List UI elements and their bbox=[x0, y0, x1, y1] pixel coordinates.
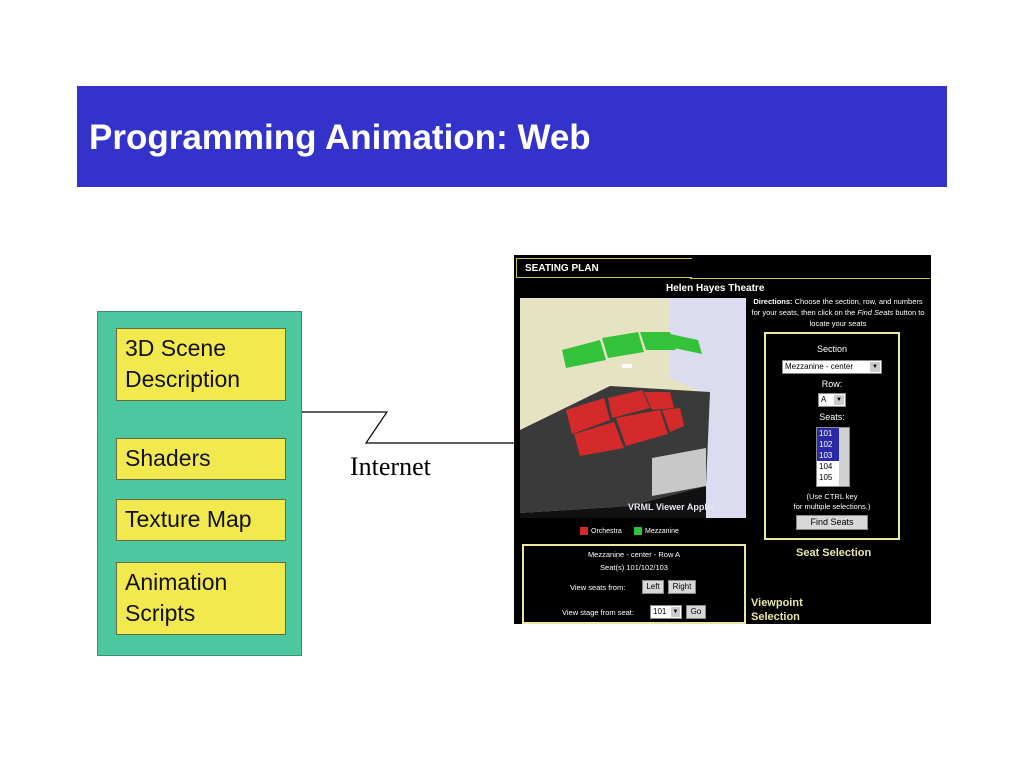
seating-plan-applet: SEATING PLAN Helen Hayes Theatre bbox=[514, 255, 931, 624]
seat-option[interactable]: 102 bbox=[817, 439, 849, 450]
view-seats-from-label: View seats from: bbox=[570, 583, 626, 592]
section-value: Mezzanine - center bbox=[785, 362, 854, 371]
box-texture-map: Texture Map bbox=[116, 499, 286, 541]
seats-scrollbar[interactable] bbox=[839, 428, 849, 486]
viewer-label: VRML Viewer Applet bbox=[628, 502, 715, 512]
ctrl-hint-line-1: (Use CTRL key bbox=[806, 492, 858, 501]
legend-swatch-mezzanine bbox=[634, 527, 642, 535]
chevron-down-icon[interactable]: ▼ bbox=[834, 395, 844, 405]
seats-listbox[interactable]: 101 102 103 104 105 bbox=[816, 427, 850, 487]
viewpoint-label-line-1: Viewpoint bbox=[751, 597, 803, 609]
legend-mezzanine: Mezzanine bbox=[634, 527, 679, 535]
view-stage-from-label: View stage from seat: bbox=[562, 608, 634, 617]
directions-find-seats: Find Seats bbox=[857, 308, 894, 317]
box-3d-scene-description: 3D Scene Description bbox=[116, 328, 286, 401]
section-select[interactable]: Mezzanine - center ▼ bbox=[782, 360, 882, 374]
seat-option[interactable]: 105 bbox=[819, 473, 833, 482]
row-value: A bbox=[821, 395, 827, 404]
go-button[interactable]: Go bbox=[686, 605, 706, 619]
seat-option[interactable]: 101 bbox=[817, 428, 849, 439]
theatre-3d-scene: VRML Viewer Applet bbox=[520, 298, 746, 518]
row-select[interactable]: A ▼ bbox=[818, 393, 846, 407]
section-label: Section bbox=[816, 344, 848, 354]
vrml-viewer[interactable]: VRML Viewer Applet bbox=[520, 298, 746, 518]
directions-label: Directions: bbox=[753, 297, 793, 306]
right-view-button[interactable]: Right bbox=[668, 580, 696, 594]
chevron-down-icon[interactable]: ▼ bbox=[671, 607, 680, 617]
seat-option[interactable]: 103 bbox=[817, 450, 849, 461]
seating-plan-header: SEATING PLAN bbox=[516, 258, 692, 278]
connector-line bbox=[302, 411, 514, 444]
viewpoint-label-line-2: Selection bbox=[751, 611, 800, 623]
box-animation-scripts: Animation Scripts bbox=[116, 562, 286, 635]
viewpoint-seat-summary: Mezzanine - center - Row A bbox=[587, 550, 681, 559]
mezzanine-seats bbox=[562, 332, 702, 368]
components-panel: 3D Scene Description Shaders Texture Map… bbox=[97, 311, 302, 656]
legend-orchestra: Orchestra bbox=[580, 527, 622, 535]
internet-label: Internet bbox=[350, 452, 431, 481]
chevron-down-icon[interactable]: ▼ bbox=[870, 362, 880, 372]
directions-text: Directions: Choose the section, row, and… bbox=[748, 296, 928, 329]
legend-label-mezzanine: Mezzanine bbox=[645, 527, 679, 535]
seat-selection-panel: Section Mezzanine - center ▼ Row: A ▼ Se… bbox=[764, 332, 900, 540]
box-shaders: Shaders bbox=[116, 438, 286, 480]
title-bar: Programming Animation: Web bbox=[77, 86, 947, 187]
orchestra-seats bbox=[566, 390, 684, 456]
legend-swatch-orchestra bbox=[580, 527, 588, 535]
viewpoint-seat-numbers: Seat(s) 101/102/103 bbox=[600, 563, 668, 572]
ctrl-hint-line-2: for multiple selections.) bbox=[793, 502, 871, 511]
directions-part-1: Choose the section, row, and numbers for… bbox=[751, 297, 923, 317]
header-rule bbox=[690, 278, 930, 279]
left-view-button[interactable]: Left bbox=[642, 580, 664, 594]
stage-seat-value: 101 bbox=[653, 607, 667, 616]
seat-option[interactable]: 104 bbox=[819, 462, 833, 471]
seat-selection-label: Seat Selection bbox=[796, 547, 872, 559]
seats-label: Seats: bbox=[819, 412, 845, 422]
stage-seat-select[interactable]: 101 ▼ bbox=[650, 605, 682, 619]
row-label: Row: bbox=[821, 379, 843, 389]
viewpoint-selection-panel: Mezzanine - center - Row A Seat(s) 101/1… bbox=[522, 544, 746, 624]
legend-label-orchestra: Orchestra bbox=[591, 527, 622, 535]
viewpoint-selection-label: Viewpoint Selection bbox=[751, 596, 803, 624]
slide-title: Programming Animation: Web bbox=[89, 118, 591, 157]
directions-part-2: button to locate your seats bbox=[809, 308, 925, 328]
theatre-name: Helen Hayes Theatre bbox=[666, 283, 765, 294]
find-seats-button[interactable]: Find Seats bbox=[796, 515, 868, 530]
